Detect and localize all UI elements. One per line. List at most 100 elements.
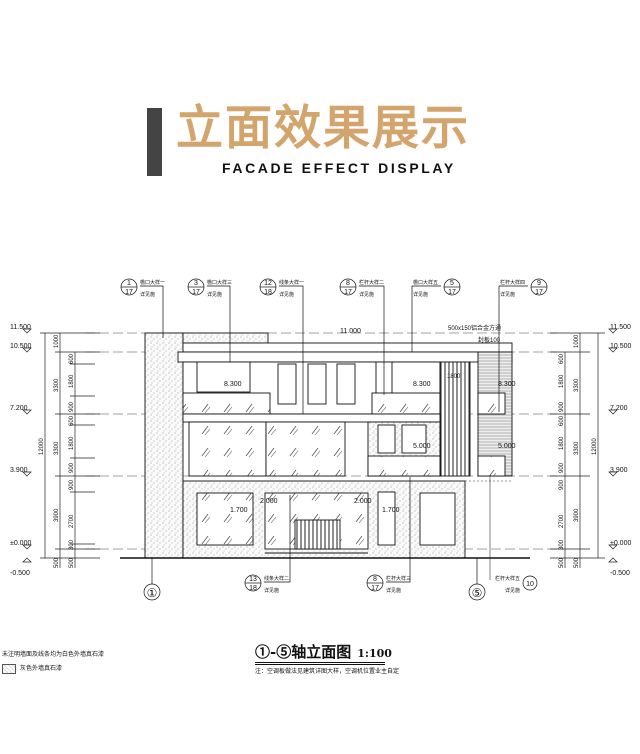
svg-text:18: 18 (249, 585, 257, 592)
elevation-mark: 8.300 (413, 381, 431, 388)
svg-text:5: 5 (450, 280, 454, 287)
left-dimension-lines (40, 332, 100, 568)
level-label: 11.500 (610, 324, 631, 331)
level-label: -0.500 (10, 570, 30, 577)
dimension-text: 900 (69, 462, 75, 473)
svg-text:10: 10 (526, 581, 534, 588)
elevation-mark: 11.000 (340, 328, 361, 335)
dimension-text: 900 (69, 479, 75, 490)
svg-text:8: 8 (346, 280, 350, 287)
glass-balcony-railing (477, 455, 506, 477)
dimension-text: 2700 (559, 514, 565, 528)
curtain-wall-glass (188, 421, 267, 477)
legend-swatch (2, 664, 16, 674)
roof-band (182, 342, 513, 353)
svg-text:详见施: 详见施 (505, 587, 520, 594)
dimension-text: 3300 (574, 441, 580, 455)
svg-text:8: 8 (373, 576, 377, 583)
elevation-marks: 11.000 8.300 8.300 8.300 5.000 5.000 2.0… (224, 324, 516, 514)
aluminum-slat-screen (439, 361, 471, 477)
svg-text:详见施: 详见施 (140, 291, 155, 298)
svg-text:18: 18 (264, 289, 272, 296)
svg-text:线条大样二: 线条大样二 (264, 575, 289, 582)
legend-grey-label: 灰色外墙真石漆 (20, 665, 63, 672)
glass-balcony-railing (182, 392, 271, 415)
dimension-text: 2700 (69, 514, 75, 528)
dimension-text: 1800 (69, 374, 75, 388)
dimension-text: 3900 (574, 508, 580, 522)
svg-text:3: 3 (194, 280, 198, 287)
page-subtitle: FACADE EFFECT DISPLAY (222, 160, 456, 176)
dimension-text: 600 (69, 415, 75, 426)
eave-band (177, 351, 513, 363)
axis-marker-1: ① (143, 558, 161, 601)
window (277, 363, 297, 405)
dimension-text: 1800 (559, 374, 565, 388)
dimension-text: 3300 (574, 378, 580, 392)
dimension-text: 600 (559, 353, 565, 364)
svg-text:⑤: ⑤ (472, 586, 483, 600)
level-label: 3.900 (610, 467, 628, 474)
svg-text:详见施: 详见施 (386, 587, 401, 594)
svg-text:栏杆大样三: 栏杆大样三 (386, 575, 411, 582)
svg-text:栏杆大样五: 栏杆大样五 (495, 575, 520, 582)
annotation-sealing-plate: 封板100 (478, 336, 501, 344)
caption-title: ①-⑤轴立面图 (255, 643, 352, 661)
curtain-wall-glass (265, 421, 346, 477)
svg-text:详见施: 详见施 (413, 291, 428, 298)
annotation-aluminum-tube: 500x150铝合金方通 (448, 324, 501, 332)
elevation-mark: 1.700 (230, 507, 248, 514)
window (196, 492, 254, 546)
svg-text:栏杆大样四: 栏杆大样四 (500, 279, 525, 286)
svg-text:17: 17 (371, 585, 379, 592)
elevation-mark: 8.300 (224, 381, 242, 388)
level-label: 7.200 (610, 405, 628, 412)
svg-text:1: 1 (127, 280, 131, 287)
legend-grey-paint: 灰色外墙真石漆 (2, 664, 62, 674)
level-label: ±0.000 (610, 540, 631, 547)
axis-marker-5: ⑤ (468, 558, 486, 601)
level-label: -0.500 (610, 570, 630, 577)
svg-text:17: 17 (125, 289, 133, 296)
elevation-mark: 2.000 (354, 498, 372, 505)
elevation-mark: 1.700 (382, 507, 400, 514)
level-triangles (22, 328, 618, 563)
stone-pillar (144, 332, 184, 559)
dimension-text: 300 (69, 539, 75, 550)
svg-text:17: 17 (344, 289, 352, 296)
window (336, 363, 356, 405)
dimension-total: 12000 (39, 438, 45, 455)
glass-balcony-railing (367, 455, 441, 477)
svg-text:17: 17 (535, 289, 543, 296)
dimension-text: 500 (574, 557, 580, 568)
dimension-text: 900 (559, 401, 565, 412)
svg-text:檐口大样五: 檐口大样五 (413, 279, 438, 286)
level-label: 10.500 (610, 343, 632, 350)
dimension-text: 1000 (54, 334, 60, 348)
svg-text:檐口大样一: 檐口大样一 (140, 279, 165, 286)
annotation-slat-width: 1800 (447, 374, 461, 380)
parapet (182, 332, 269, 344)
window (377, 424, 396, 454)
svg-text:9: 9 (537, 280, 541, 287)
dimension-text: 300 (559, 539, 565, 550)
dimension-text: 600 (69, 353, 75, 364)
glass-balcony-railing (371, 392, 441, 415)
window (419, 492, 456, 546)
svg-text:12: 12 (264, 280, 272, 287)
level-label: 3.900 (10, 467, 28, 474)
dimension-text: 500 (69, 557, 75, 568)
dimension-text: 500 (559, 557, 565, 568)
svg-text:栏杆大样二: 栏杆大样二 (359, 279, 384, 286)
caption-underline (255, 662, 385, 663)
window (377, 491, 396, 546)
